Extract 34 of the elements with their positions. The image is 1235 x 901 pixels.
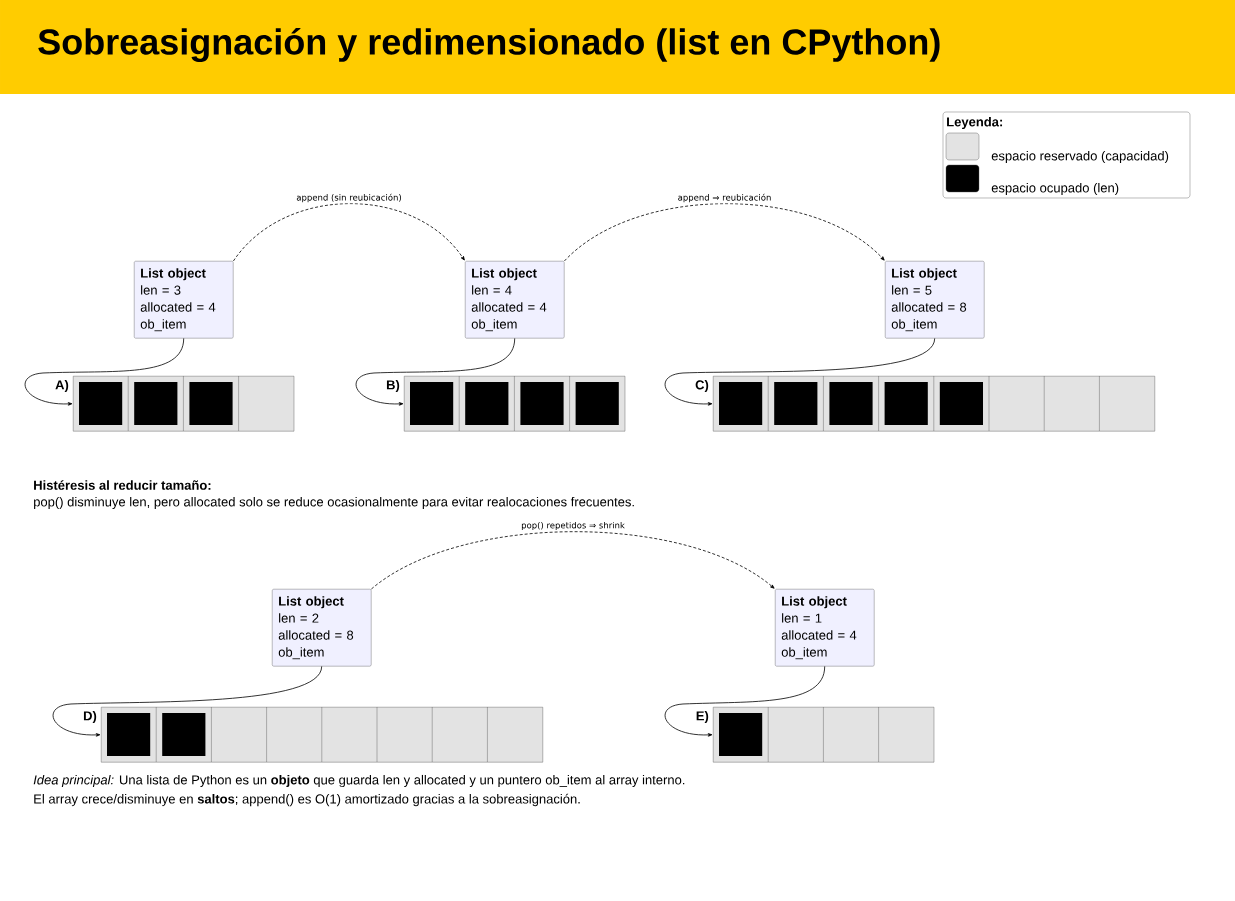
section-heading: Histéresis al reducir tamaño: — [34, 480, 211, 490]
note-text: pop() disminuye len, pero allocated solo se reduce ocasionalmente para evitar realocaciones frecuentes. — [34, 496, 634, 510]
title-banner: Sobreasignación y redimensionado (list en CPython) — [0, 0, 1235, 94]
edge-label: pop() repetidos ⇒ shrink — [520, 520, 626, 532]
arrow — [664, 666, 826, 737]
legend-text: espacio reservado (capacidad) — [991, 150, 1169, 164]
array-label: D) — [83, 710, 97, 724]
arrow — [355, 338, 516, 406]
array-label: E) — [696, 710, 709, 724]
array-label: A) — [55, 379, 69, 393]
memory-array — [404, 375, 626, 432]
arrow — [52, 666, 323, 737]
list-object-box: List object len = 2 allocated = 8 ob_item — [272, 589, 372, 667]
edge-label: append (sin reubicación) — [295, 192, 403, 204]
legend-text: espacio ocupado (len) — [991, 182, 1119, 196]
memory-array — [73, 375, 295, 432]
legend-title: Leyenda: — [947, 116, 1002, 130]
arrow — [664, 338, 936, 406]
arrow — [233, 203, 465, 262]
list-object-box: List object len = 4 allocated = 4 ob_item — [465, 261, 565, 339]
arrow — [371, 531, 775, 590]
arrow — [564, 203, 885, 262]
edge-label: append ⇒ reubicación — [676, 192, 773, 204]
note-text: El array crece/disminuye en saltos; append() es O(1) amortizado gracias a la sobreasignación. — [34, 793, 580, 807]
memory-array — [713, 375, 1155, 432]
arrow — [24, 338, 185, 406]
memory-array — [101, 706, 543, 763]
note-text: Idea principal: Una lista de Python es un objeto que guarda len y allocated y un puntero ob_item al array interno. — [33, 774, 685, 788]
list-object-box: List object len = 3 allocated = 4 ob_item — [134, 261, 234, 339]
list-object-box: List object len = 5 allocated = 8 ob_item — [885, 261, 985, 339]
array-label: B) — [386, 379, 400, 393]
list-object-box: List object len = 1 allocated = 4 ob_item — [775, 589, 875, 667]
memory-array — [713, 706, 935, 763]
array-label: C) — [695, 379, 709, 393]
